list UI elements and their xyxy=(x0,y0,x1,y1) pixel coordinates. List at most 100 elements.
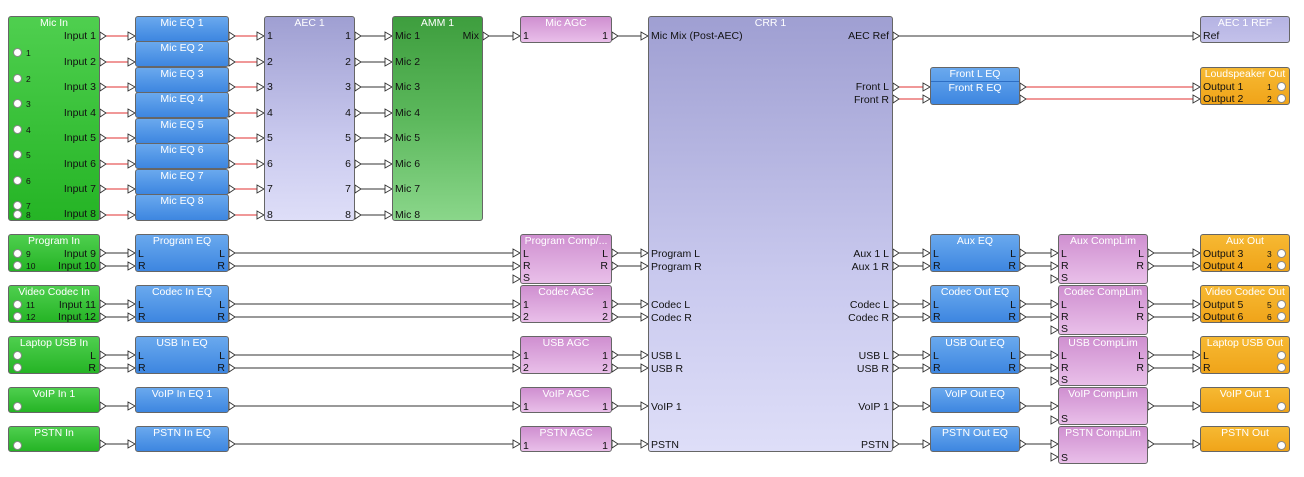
aux-out-title: Aux Out xyxy=(1226,235,1264,247)
crr-block[interactable]: CRR 1 Mic Mix (Post-AEC) AEC Ref Front L… xyxy=(648,16,893,452)
port-s: S xyxy=(1061,374,1069,386)
lamp-icon[interactable] xyxy=(1277,300,1286,309)
lamp-icon[interactable] xyxy=(13,402,22,411)
voip-complim-block[interactable]: VoIP CompLim S xyxy=(1058,387,1148,425)
lamp-icon[interactable] xyxy=(13,99,22,108)
port-r: R xyxy=(1008,311,1016,323)
port-l: L xyxy=(1138,248,1144,260)
lamp-icon[interactable] xyxy=(1277,249,1286,258)
lamp-icon[interactable] xyxy=(1277,312,1286,321)
lamp-icon[interactable] xyxy=(13,261,22,270)
port-1: 1 xyxy=(523,401,529,413)
lamp-icon[interactable] xyxy=(13,201,22,210)
pstn-out-eq-block[interactable]: PSTN Out EQ xyxy=(930,426,1020,452)
channel-number: 2 xyxy=(26,74,31,84)
lamp-icon[interactable] xyxy=(13,210,22,219)
laptop-usb-in-title: Laptop USB In xyxy=(19,337,89,349)
lamp-icon[interactable] xyxy=(13,351,22,360)
port-l: L xyxy=(933,248,939,260)
mic-eq-7-block[interactable]: Mic EQ 7 xyxy=(135,169,229,195)
aec-out-port: 4 xyxy=(345,107,351,119)
lamp-icon[interactable] xyxy=(13,300,22,309)
channel-number: 3 xyxy=(26,99,31,109)
lamp-icon[interactable] xyxy=(1277,441,1286,450)
channel-number: 8 xyxy=(26,210,31,220)
mic-eq-1-block[interactable]: Mic EQ 1 xyxy=(135,16,229,42)
pstn-in-block[interactable]: PSTN In xyxy=(8,426,100,452)
pstn-in-eq-title: PSTN In EQ xyxy=(153,427,211,439)
lamp-icon[interactable] xyxy=(13,249,22,258)
port-r: R xyxy=(600,260,608,272)
lamp-icon[interactable] xyxy=(13,74,22,83)
crr-voip-out-port: VoIP 1 xyxy=(858,401,889,413)
lamp-icon[interactable] xyxy=(1277,351,1286,360)
lamp-icon[interactable] xyxy=(13,150,22,159)
voip-in-block[interactable]: VoIP In 1 xyxy=(8,387,100,413)
port-l: L xyxy=(1010,299,1016,311)
crr-pstn-out-port: PSTN xyxy=(860,439,889,451)
aec-in-port: 2 xyxy=(267,56,273,68)
port-2: 2 xyxy=(602,362,608,374)
amm-title: AMM 1 xyxy=(420,17,455,29)
mic-eq-5-block[interactable]: Mic EQ 5 xyxy=(135,118,229,144)
aec-in-port: 3 xyxy=(267,81,273,93)
lamp-icon[interactable] xyxy=(1277,402,1286,411)
lamp-icon[interactable] xyxy=(13,363,22,372)
voip-out-eq-block[interactable]: VoIP Out EQ xyxy=(930,387,1020,413)
laptop-usb-in-block[interactable]: Laptop USB In L R xyxy=(8,336,100,374)
port-r: R xyxy=(217,260,225,272)
lamp-icon[interactable] xyxy=(1277,94,1286,103)
lamp-icon[interactable] xyxy=(13,176,22,185)
mic-eq-8-block[interactable]: Mic EQ 8 xyxy=(135,194,229,221)
lamp-icon[interactable] xyxy=(13,125,22,134)
pstn-out-block[interactable]: PSTN Out xyxy=(1200,426,1290,452)
front-eq-block[interactable]: Front L EQ Front R EQ xyxy=(930,67,1020,105)
lamp-icon[interactable] xyxy=(13,441,22,450)
laptop-usb-out-title: Laptop USB Out xyxy=(1206,337,1284,349)
mic-eq-6-block[interactable]: Mic EQ 6 xyxy=(135,143,229,169)
output-label: Output 1 xyxy=(1203,81,1244,93)
channel-number: 6 xyxy=(26,176,31,186)
voip-out-block[interactable]: VoIP Out 1 xyxy=(1200,387,1290,413)
voip-agc-title: VoIP AGC xyxy=(542,388,590,400)
pstn-out-eq-title: PSTN Out EQ xyxy=(942,427,1008,439)
mic-eq-3-block[interactable]: Mic EQ 3 xyxy=(135,67,229,93)
pstn-complim-block[interactable]: PSTN CompLim S xyxy=(1058,426,1148,464)
channel-number: 5 xyxy=(1267,300,1272,310)
lamp-icon[interactable] xyxy=(1277,261,1286,270)
laptop-usb-out-block[interactable]: Laptop USB Out L R xyxy=(1200,336,1290,374)
lamp-icon[interactable] xyxy=(13,312,22,321)
video-codec-out-title: Video Codec Out xyxy=(1205,286,1285,298)
lamp-icon[interactable] xyxy=(1277,82,1286,91)
mic-eq-2-block[interactable]: Mic EQ 2 xyxy=(135,41,229,67)
lamp-icon[interactable] xyxy=(1277,363,1286,372)
voip-in-eq-block[interactable]: VoIP In EQ 1 xyxy=(135,387,229,413)
mic-eq-4-block[interactable]: Mic EQ 4 xyxy=(135,92,229,118)
aec-ref-block[interactable]: AEC 1 REF Ref xyxy=(1200,16,1290,43)
lamp-icon[interactable] xyxy=(13,48,22,57)
pstn-in-eq-block[interactable]: PSTN In EQ xyxy=(135,426,229,452)
